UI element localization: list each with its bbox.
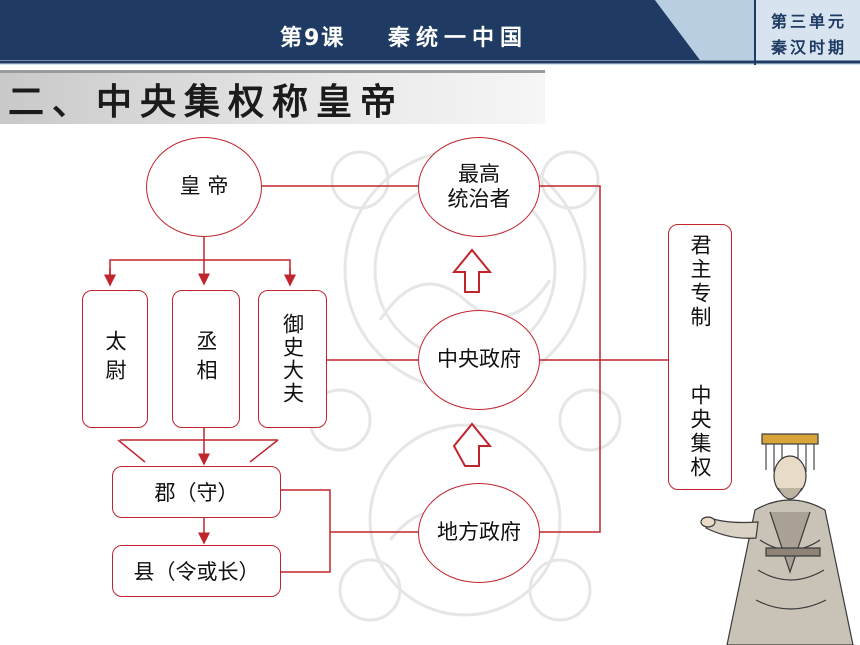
chengxiang-box: 丞相 [172, 290, 240, 428]
header-bar [0, 0, 860, 65]
lesson-number: 第9课 [280, 26, 346, 51]
commandery-box: 郡（守） [112, 466, 281, 518]
emperor-node: 皇 帝 [146, 137, 262, 237]
local-government-node: 地方政府 [418, 483, 540, 583]
unit-period: 秦汉时期 [770, 38, 847, 57]
county-box: 县（令或长） [112, 545, 281, 597]
supreme-ruler-node: 最高 统治者 [418, 137, 540, 237]
summary-box: 君主专制 中央集权 [668, 224, 732, 490]
yushi-dafu-box: 御史大夫 [258, 290, 327, 428]
section-title-band [0, 70, 545, 124]
central-government-node: 中央政府 [418, 310, 540, 410]
qin-emperor-illustration [700, 433, 854, 645]
taiwei-box: 太尉 [82, 290, 148, 428]
unit-label: 第三单元 [770, 12, 847, 31]
lesson-title: 秦统一中国 [388, 26, 529, 51]
section-title: 二、中央集权称皇帝 [8, 82, 405, 123]
